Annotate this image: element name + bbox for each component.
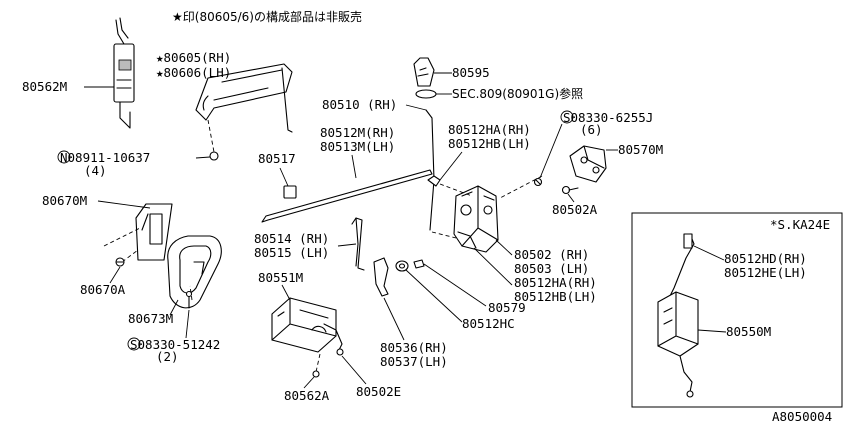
- drawing-code: A8050004: [772, 409, 832, 424]
- part-80579-bushing-drawing: [395, 260, 409, 272]
- label-80595: 80595: [452, 65, 490, 80]
- label-80517: 80517: [258, 151, 296, 166]
- label-80512M: 80512M(RH): [320, 125, 395, 140]
- label-80512HB-top: 80512HB(LH): [448, 136, 531, 151]
- label-80562M: 80562M: [22, 79, 67, 94]
- nut-symbol-icon: [57, 150, 71, 164]
- label-80551M: 80551M: [258, 270, 303, 285]
- screw-symbol-icon: [560, 110, 574, 124]
- label-80579: 80579: [488, 300, 526, 315]
- label-08911-qty: (4): [84, 163, 107, 178]
- screw-80562A-icon: [312, 370, 320, 378]
- label-80550M: 80550M: [726, 324, 771, 339]
- inset-title: *S.KA24E: [770, 217, 830, 232]
- header-note: ★印(80605/6)の構成部品は非販売: [172, 9, 362, 24]
- part-80670M-drawing: [135, 203, 173, 261]
- part-80510-rod-drawing: [425, 109, 435, 231]
- label-80502: 80502 (RH): [514, 247, 589, 262]
- nut-08911-icon: [209, 151, 219, 161]
- label-08330-51242: S08330-51242: [130, 337, 220, 352]
- label-80570M: 80570M: [618, 142, 663, 157]
- label-80512HA-bottom: 80512HA(RH): [514, 275, 597, 290]
- screw-symbol-icon: [127, 337, 141, 351]
- label-80537: 80537(LH): [380, 354, 448, 369]
- part-80605-outside-handle-drawing: [195, 63, 293, 133]
- screw-08330-6255J-icon: [533, 177, 543, 187]
- label-80514: 80514 (RH): [254, 231, 329, 246]
- screw-08330-51242-icon: [185, 290, 193, 309]
- part-80512HA-top-clip-icon: [427, 175, 441, 187]
- screw-80502A-icon: [561, 185, 579, 195]
- part-80512HC-clip-icon: [413, 259, 425, 269]
- inset-frame: [631, 212, 843, 408]
- part-80562M-drawing: [113, 17, 135, 129]
- label-08330-6255J: S08330-6255J: [563, 110, 653, 125]
- label-08330-51242-qty: (2): [156, 349, 179, 364]
- inset-actuator-drawing: [657, 233, 699, 398]
- label-80512HE: 80512HE(LH): [724, 265, 807, 280]
- label-80510: 80510 (RH): [322, 97, 397, 112]
- label-80670A: 80670A: [80, 282, 126, 297]
- label-80670M: 80670M: [42, 193, 87, 208]
- part-80673M-inside-handle-drawing: [167, 235, 222, 309]
- part-80512M-rod-drawing: [261, 169, 433, 223]
- part-80502E-drawing: [323, 323, 344, 356]
- part-80536-lever-drawing: [373, 257, 389, 297]
- label-80562A: 80562A: [284, 388, 330, 403]
- label-80536: 80536(RH): [380, 340, 448, 355]
- label-08330-6255J-qty: (6): [580, 122, 603, 137]
- label-80502A: 80502A: [552, 202, 598, 217]
- part-escutcheon-ring-icon: [415, 89, 437, 99]
- part-80551M-actuator-drawing: [271, 297, 337, 353]
- label-80503: 80503 (LH): [514, 261, 589, 276]
- part-80514-rod-drawing: [351, 217, 365, 271]
- label-80605: ★80605(RH): [156, 50, 231, 65]
- label-80513M: 80513M(LH): [320, 139, 395, 154]
- label-08911-10637: N08911-10637: [60, 150, 150, 165]
- part-80517-clip-drawing: [283, 185, 297, 199]
- label-80502E: 80502E: [356, 384, 401, 399]
- part-80570M-striker-drawing: [569, 145, 607, 183]
- screw-80670A-icon: [115, 257, 125, 267]
- part-80502-door-lock-drawing: [453, 185, 499, 253]
- label-80515: 80515 (LH): [254, 245, 329, 260]
- label-80673M: 80673M: [128, 311, 173, 326]
- part-80595-knob-drawing: [413, 57, 435, 87]
- label-80606: ★80606(LH): [156, 65, 231, 80]
- label-80512HB-bottom: 80512HB(LH): [514, 289, 597, 304]
- label-80512HD: 80512HD(RH): [724, 251, 807, 266]
- label-80512HC: 80512HC: [462, 316, 515, 331]
- label-80512HA-top: 80512HA(RH): [448, 122, 531, 137]
- label-sec809: SEC.809(80901G)参照: [452, 86, 583, 101]
